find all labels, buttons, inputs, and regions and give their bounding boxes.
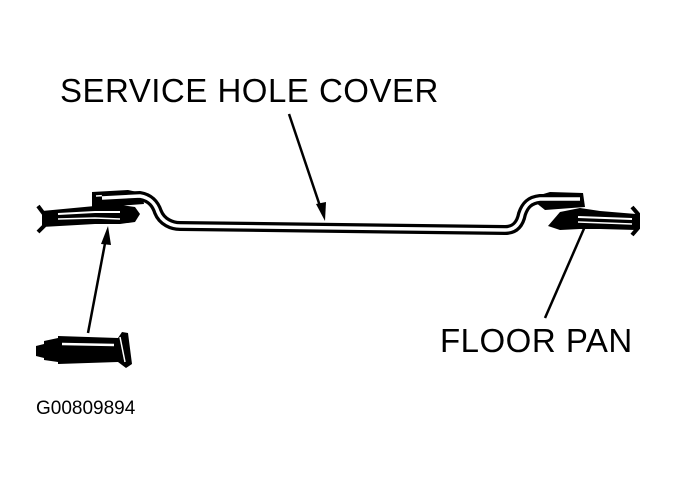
floor-pan-label: FLOOR PAN xyxy=(440,322,633,359)
sealant-tube-icon xyxy=(36,332,132,368)
sealant-application-arrow xyxy=(86,226,111,334)
floor-pan-left xyxy=(36,204,140,234)
service-hole-cover-leader xyxy=(287,113,326,221)
figure-id: G00809894 xyxy=(36,398,136,419)
service-hole-cover-label: SERVICE HOLE COVER xyxy=(60,72,439,109)
floor-pan-right xyxy=(548,205,640,237)
service-hole-cover xyxy=(101,191,580,235)
floor-pan-leader xyxy=(543,223,588,319)
